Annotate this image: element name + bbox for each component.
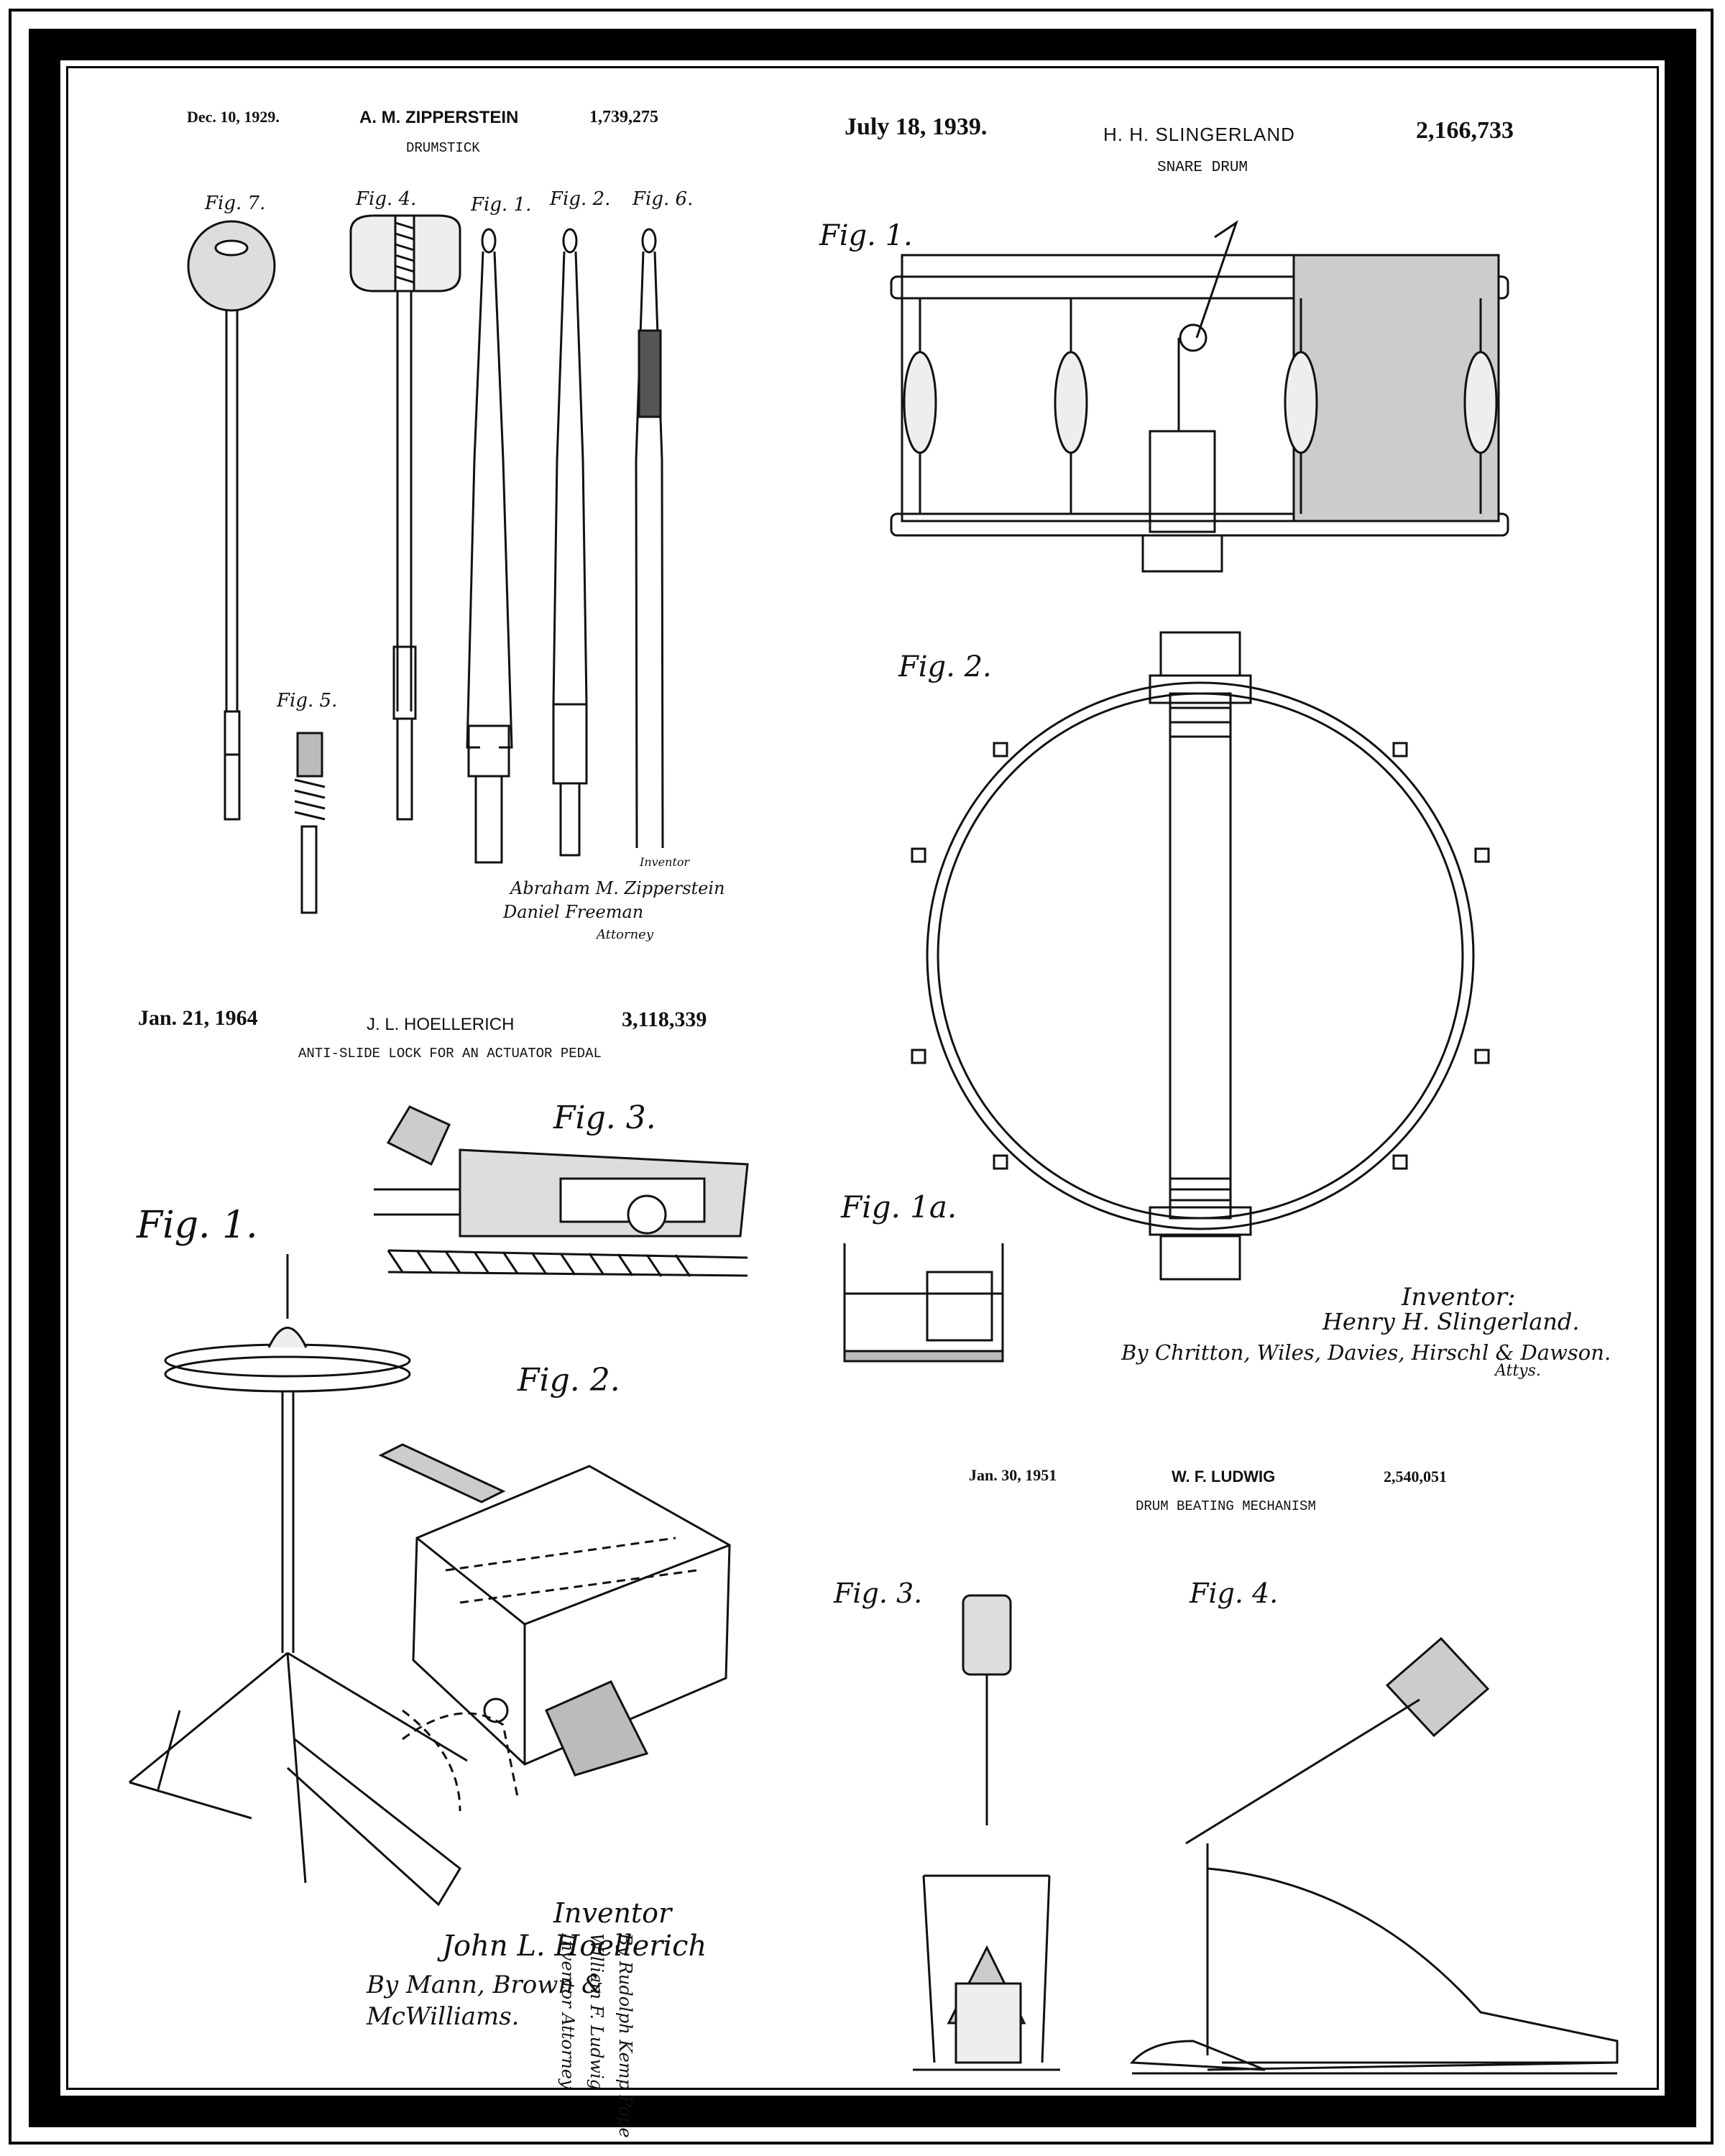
anti-slide-isometric <box>378 1443 731 1777</box>
attorney-signature: By Mann, Brown & McWilliams. <box>367 1971 604 2031</box>
fig-label: Fig. 6. <box>632 188 694 210</box>
vertical-signature: By Rudolph Kemp Pope William F. Ludwig I… <box>558 1933 635 2138</box>
patent-number-ludwig: 2,540,051 <box>1384 1468 1447 1485</box>
attorney-label: Attys. <box>1495 1362 1541 1380</box>
snare-fig-1a <box>843 1243 1004 1363</box>
stick-fig-6 <box>635 228 664 849</box>
patent-inventor-ludwig: W. F. LUDWIG <box>1172 1468 1276 1485</box>
patent-title-ludwig: DRUM BEATING MECHANISM <box>1136 1498 1316 1514</box>
patent-number-snare: 2,166,733 <box>1416 117 1514 144</box>
hi-hat-figures <box>129 1105 749 1907</box>
fig-label: Fig. 1a. <box>841 1189 957 1225</box>
mallet-fig-4 <box>349 214 461 821</box>
thick-frame <box>29 29 1696 2127</box>
attorney-signature: Daniel Freeman <box>503 902 644 922</box>
inventor-signature: Abraham M. Zipperstein <box>510 878 725 898</box>
anti-slide-section <box>374 1105 749 1277</box>
fig-label: Fig. 1. <box>137 1204 258 1247</box>
inventor-label: Inventor: <box>1402 1283 1516 1312</box>
patent-title-snare: SNARE DRUM <box>1157 160 1248 176</box>
patent-date-snare: July 18, 1939. <box>845 114 988 140</box>
inventor-label: Inventor <box>553 1897 672 1929</box>
bass-pedal-front <box>913 1594 1060 2071</box>
stick-fig-2 <box>552 228 588 857</box>
hi-hat-stand <box>129 1254 519 1907</box>
inventor-signature: Henry H. Slingerland. <box>1322 1308 1580 1335</box>
fig-label: Fig. 4. <box>356 188 417 210</box>
snare-side-view <box>890 220 1509 573</box>
drumstick-figures <box>187 214 664 914</box>
tip-fig-5 <box>294 732 326 914</box>
fig-label: Fig. 4. <box>1190 1577 1279 1609</box>
patent-date-ludwig: Jan. 30, 1951 <box>969 1466 1057 1484</box>
patent-inventor-snare: H. H. SLINGERLAND <box>1103 124 1295 145</box>
outer-border <box>9 9 1714 2145</box>
inner-border <box>66 66 1659 2090</box>
patent-number-drumstick: 1,739,275 <box>589 108 658 126</box>
fig-label: Fig. 2. <box>518 1362 620 1399</box>
fig-label: Fig. 3. <box>834 1577 923 1609</box>
patent-date-drumstick: Dec. 10, 1929. <box>187 108 280 126</box>
patent-number-anti-slide: 3,118,339 <box>622 1008 707 1031</box>
fig-label: Fig. 2. <box>550 188 611 210</box>
patent-date-anti-slide: Jan. 21, 1964 <box>138 1006 258 1030</box>
bass-pedal-figures <box>913 1594 1619 2075</box>
patent-inventor-drumstick: A. M. ZIPPERSTEIN <box>359 108 519 127</box>
fig-label: Fig. 1. <box>819 219 913 252</box>
stick-fig-1 <box>466 228 513 864</box>
patent-inventor-anti-slide: J. L. HOELLERICH <box>367 1015 515 1034</box>
fig-label: Fig. 3. <box>553 1100 656 1136</box>
attorney-signature: By Chritton, Wiles, Davies, Hirschl & Da… <box>1121 1340 1611 1365</box>
inventor-signature: John L. Hoellerich <box>442 1930 707 1963</box>
mallet-fig-7 <box>187 220 276 821</box>
fig-label: Fig. 2. <box>898 650 992 683</box>
patent-title-drumstick: DRUMSTICK <box>406 140 480 156</box>
fig-label: Fig. 5. <box>277 690 338 711</box>
attorney-label: Attorney <box>597 927 654 942</box>
snare-drum-figures <box>843 220 1509 1363</box>
patent-title-anti-slide: ANTI-SLIDE LOCK FOR AN ACTUATOR PEDAL <box>298 1046 602 1061</box>
snare-top-view <box>911 631 1490 1281</box>
inventor-label: Inventor <box>640 855 690 869</box>
fig-label: Fig. 7. <box>205 193 266 214</box>
bass-pedal-side <box>1129 1636 1619 2075</box>
fig-label: Fig. 1. <box>471 194 532 216</box>
